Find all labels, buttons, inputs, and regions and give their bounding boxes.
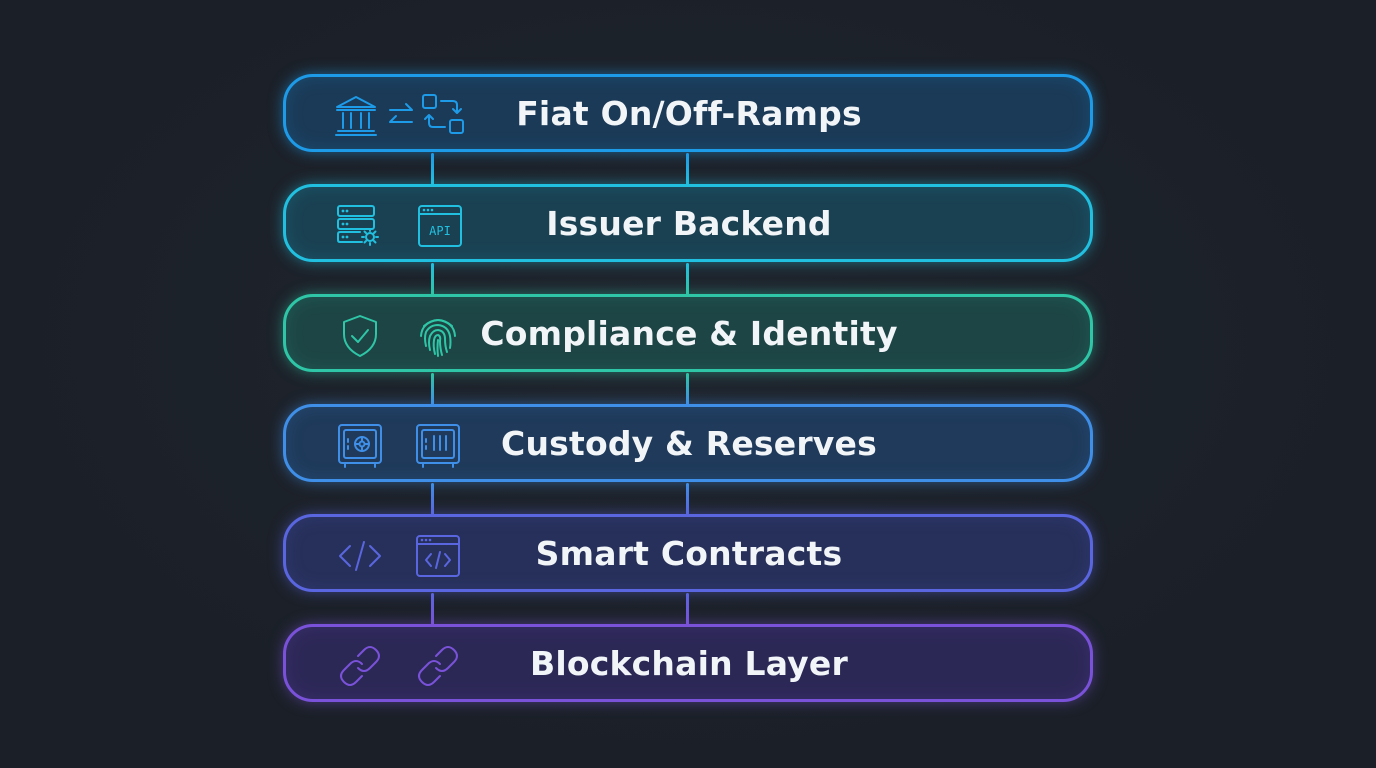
code-brackets-icon <box>336 532 384 580</box>
server-gear-icon <box>336 202 384 250</box>
fingerprint-icon <box>414 312 462 360</box>
connector-left-2 <box>431 263 434 295</box>
bank-icon <box>332 92 380 140</box>
connector-right-4 <box>686 483 689 515</box>
connector-right-5 <box>686 593 689 625</box>
layer-label: Compliance & Identity <box>480 313 898 353</box>
connector-left-3 <box>431 373 434 405</box>
layer-label: Fiat On/Off-Ramps <box>516 93 862 133</box>
layer-custody-reserves: Custody & Reserves <box>283 404 1093 482</box>
safe-icon <box>414 422 462 470</box>
chain-link-icon <box>414 642 462 690</box>
connector-right-1 <box>686 153 689 185</box>
connector-left-5 <box>431 593 434 625</box>
connector-right-3 <box>686 373 689 405</box>
connector-left-1 <box>431 153 434 185</box>
layer-smart-contracts: Smart Contracts <box>283 514 1093 592</box>
code-window-icon <box>414 532 462 580</box>
connector-right-2 <box>686 263 689 295</box>
api-window-icon: API <box>416 202 464 250</box>
layer-label: Blockchain Layer <box>530 643 848 683</box>
layer-label: Smart Contracts <box>535 533 843 573</box>
layer-blockchain: Blockchain Layer <box>283 624 1093 702</box>
transfer-arrows-icon <box>386 92 416 140</box>
layer-label: Issuer Backend <box>546 203 832 243</box>
api-label: API <box>429 224 451 238</box>
layer-label: Custody & Reserves <box>501 423 877 463</box>
shield-check-icon <box>336 312 384 360</box>
exchange-squares-icon <box>421 92 469 140</box>
chain-link-icon <box>336 642 384 690</box>
connector-left-4 <box>431 483 434 515</box>
layer-fiat-ramps: Fiat On/Off-Ramps <box>283 74 1093 152</box>
layer-issuer-backend: API Issuer Backend <box>283 184 1093 262</box>
layer-compliance-identity: Compliance & Identity <box>283 294 1093 372</box>
vault-icon <box>336 422 384 470</box>
